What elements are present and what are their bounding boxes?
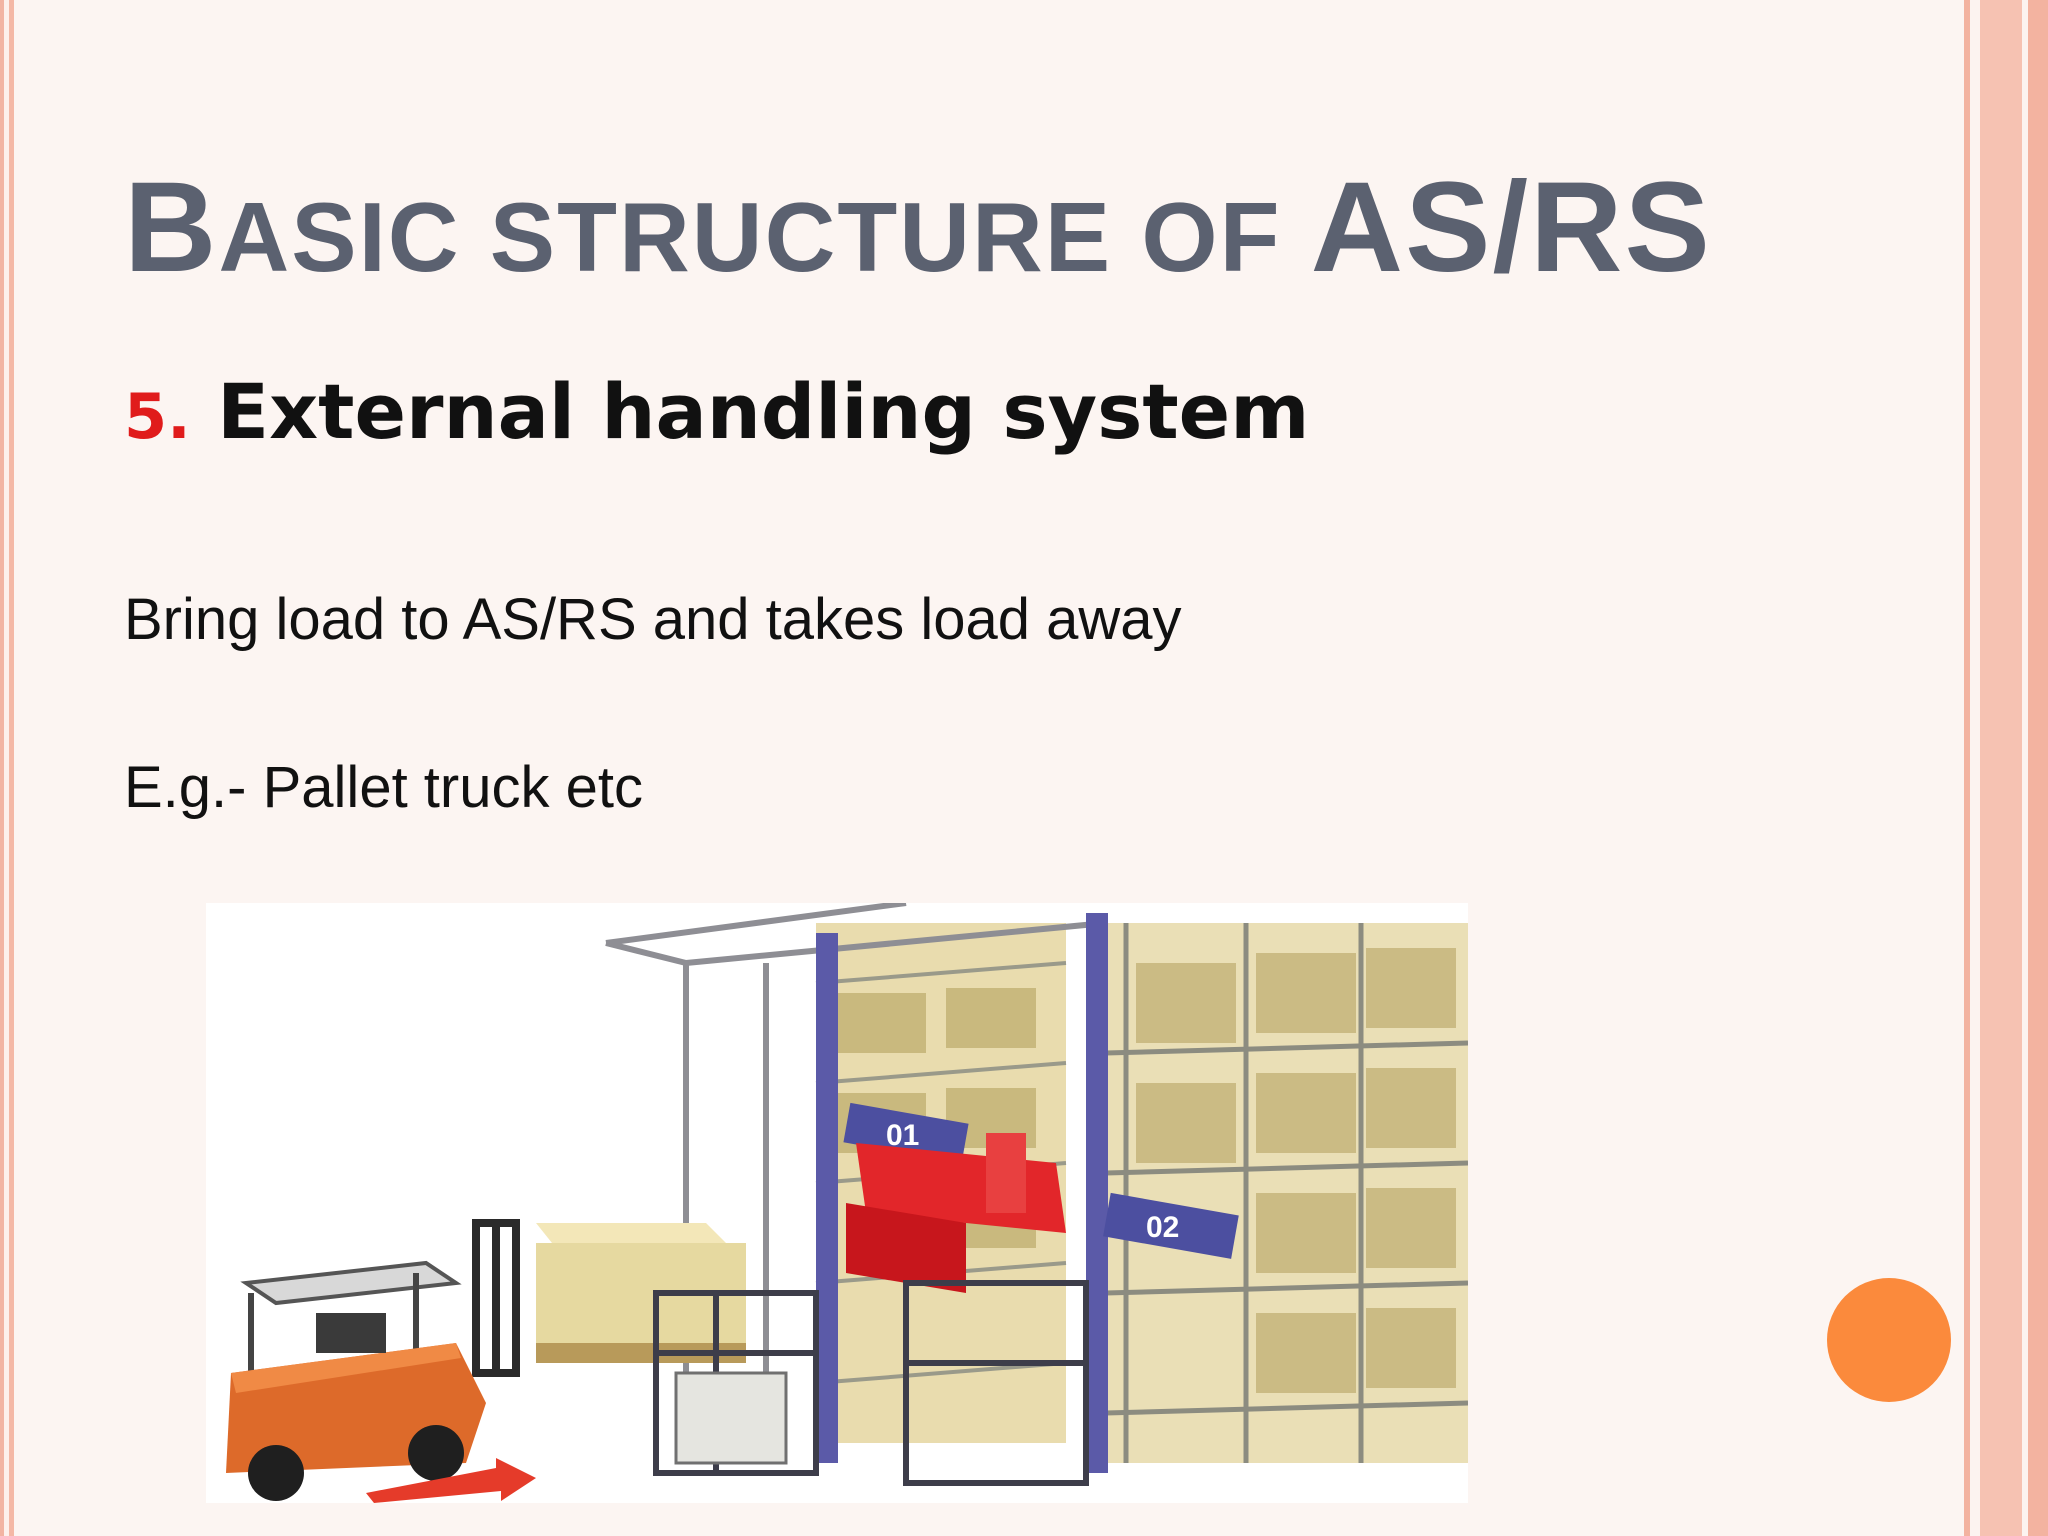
title-initial: B — [124, 156, 219, 299]
crane-mast — [816, 913, 1108, 1473]
aisle-labels: 01 02 — [843, 1102, 1239, 1259]
aisle-label-01: 01 — [886, 1119, 919, 1152]
title-acronym: AS/RS — [1310, 156, 1712, 299]
aisle-label-02: 02 — [1146, 1211, 1179, 1244]
section-heading: 5. External handling system — [124, 362, 1309, 467]
right-border-decoration — [1964, 0, 2048, 1536]
forklift — [226, 1219, 520, 1501]
left-border-decoration — [0, 0, 14, 1536]
shuttle-carriage — [846, 1133, 1066, 1293]
asrs-illustration: 01 02 — [206, 903, 1468, 1503]
slide-title: BASIC STRUCTURE OF AS/RS — [124, 158, 1712, 307]
pallet-load — [536, 1223, 746, 1363]
section-number: 5. — [124, 380, 191, 453]
storage-rack-right — [1105, 923, 1468, 1463]
accent-circle — [1827, 1278, 1951, 1402]
title-smallcaps: ASIC STRUCTURE OF — [218, 182, 1311, 292]
direction-arrow — [366, 1458, 536, 1503]
body-text-line-2: E.g.- Pallet truck etc — [124, 755, 643, 820]
section-title: External handling system — [217, 367, 1310, 456]
body-text-line-1: Bring load to AS/RS and takes load away — [124, 587, 1182, 652]
control-cabinet — [674, 1371, 788, 1465]
